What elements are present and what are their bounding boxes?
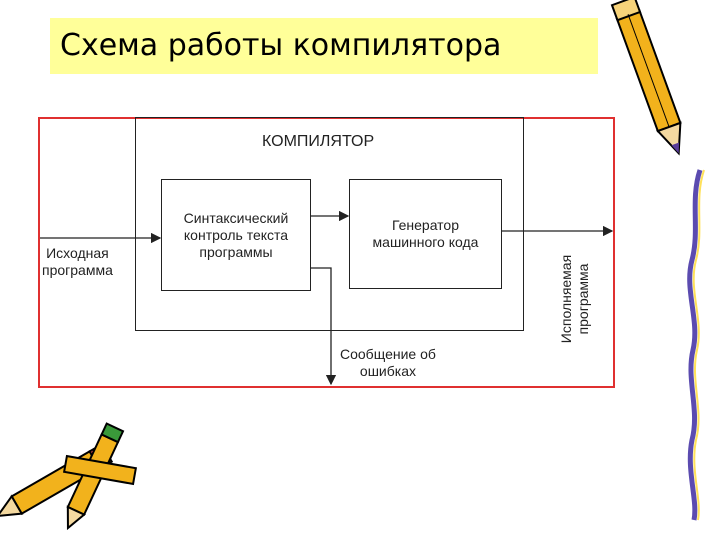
page-title: Схема работы компилятора	[60, 28, 502, 63]
compiler-block	[135, 117, 524, 331]
diagram-frame	[38, 117, 615, 388]
error-arrow	[311, 267, 337, 386]
code-generator-block: Генератор машинного кода	[349, 179, 502, 289]
syntax-check-block: Синтаксический контроль текста программы	[161, 179, 311, 291]
error-message-label: Сообщение об ошибках	[340, 346, 436, 379]
pencil-icon-right-side	[687, 169, 703, 521]
code-generator-label: Генератор машинного кода	[372, 217, 479, 250]
compiler-label: КОМПИЛЯТОР	[262, 133, 375, 150]
title-banner: Схема работы компилятора	[50, 18, 598, 74]
input-program-label: Исходная программа	[42, 245, 113, 278]
pencil-icon-top-right	[610, 0, 682, 156]
syntax-check-label: Синтаксический контроль текста программы	[183, 209, 289, 260]
